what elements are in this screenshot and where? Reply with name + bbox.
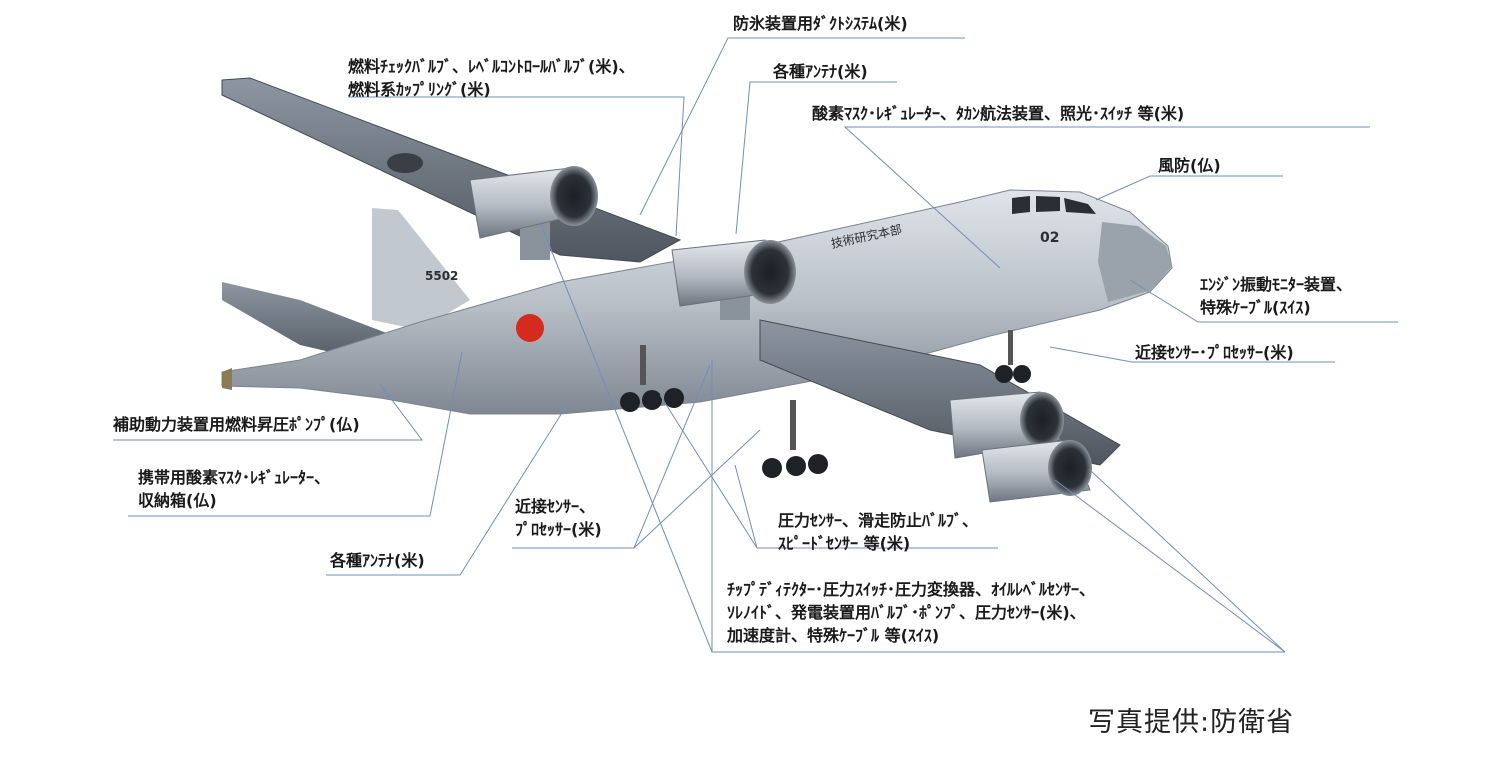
cockpit-window <box>1064 198 1096 214</box>
leader-line <box>1095 175 1283 201</box>
label-windshield: 風防(仏) <box>1158 156 1221 175</box>
main-landing-gear-right <box>762 400 828 478</box>
label-portable-oxygen: 携帯用酸素ﾏｽｸ･ﾚｷﾞｭﾚｰﾀｰ、 収納箱(仏) <box>138 468 331 510</box>
cockpit-window <box>1036 196 1060 212</box>
hinomaru-roundel <box>516 314 544 342</box>
left-wing <box>221 77 682 263</box>
leader-line <box>1049 346 1335 363</box>
label-proximity-right: 近接ｾﾝｻｰ･ﾌﾟﾛｾｯｻｰ(米) <box>1135 343 1294 362</box>
tail-number: 5502 <box>425 269 458 283</box>
label-pressure-brake: 圧力ｾﾝｻｰ、滑走防止ﾊﾞﾙﾌﾞ、 ｽﾋﾟｰﾄﾞｾﾝｻｰ 等(米) <box>778 511 979 553</box>
cockpit-window <box>1012 196 1030 214</box>
nose-landing-gear <box>995 330 1031 383</box>
leader-line <box>113 383 423 441</box>
vertical-fin <box>372 208 470 330</box>
aircraft-illustration: 5502 02 技術研究本部 <box>221 77 1173 503</box>
label-chip-detector: ﾁｯﾌﾟﾃﾞｨﾃｸﾀｰ･圧力ｽｲｯﾁ･圧力変換器、ｵｲﾙﾚﾍﾞﾙｾﾝｻｰ、 ｿﾚ… <box>727 580 1096 645</box>
leader-line <box>735 81 897 235</box>
leader-lines <box>113 37 1398 653</box>
leader-line <box>539 221 713 653</box>
label-antenna-top: 各種ｱﾝﾃﾅ(米) <box>773 62 868 81</box>
leader-line <box>326 407 566 576</box>
leader-line <box>348 96 685 237</box>
leader-line <box>1129 279 1398 323</box>
label-deice-duct: 防氷装置用ﾀﾞｸﾄｼｽﾃﾑ(米) <box>733 14 908 33</box>
label-oxygen-tacan: 酸素ﾏｽｸ･ﾚｷﾞｭﾚｰﾀｰ、ﾀｶﾝ航法装置、照光･ｽｲｯﾁ 等(米) <box>812 104 1185 123</box>
engine-1 <box>469 166 598 239</box>
leader-line <box>1089 469 1286 653</box>
leader-line <box>633 429 761 549</box>
leader-line <box>128 351 463 517</box>
leader-line <box>1054 479 1286 653</box>
leader-line <box>639 37 965 216</box>
photo-credit: 写真提供:防衛省 <box>1088 707 1295 738</box>
tail-boom <box>222 368 232 390</box>
label-antenna-bottom: 各種ｱﾝﾃﾅ(米) <box>330 551 425 570</box>
main-landing-gear-left <box>620 345 684 412</box>
engine-4 <box>981 439 1092 503</box>
label-engine-vibration: ｴﾝｼﾞﾝ振動ﾓﾆﾀｰ装置、 特殊ｹｰﾌﾞﾙ(ｽｲｽ) <box>1200 275 1353 317</box>
leader-line <box>843 126 1370 269</box>
label-apu-pump: 補助動力装置用燃料昇圧ﾎﾟﾝﾌﾟ(仏) <box>113 415 360 434</box>
label-fuel-valves: 燃料ﾁｪｯｸﾊﾞﾙﾌﾞ、ﾚﾍﾞﾙｺﾝﾄﾛｰﾙﾊﾞﾙﾌﾞ(米)、 燃料系ｶｯﾌﾟﾘ… <box>348 57 635 99</box>
wing-marking <box>387 153 423 173</box>
engine-2 <box>671 239 796 307</box>
label-proximity-center: 近接ｾﾝｻｰ、 ﾌﾟﾛｾｯｻｰ(米) <box>515 497 602 539</box>
leader-line <box>734 464 758 549</box>
nose-radome <box>1098 222 1172 302</box>
engine-3 <box>949 391 1064 459</box>
nose-number: 02 <box>1040 230 1059 246</box>
